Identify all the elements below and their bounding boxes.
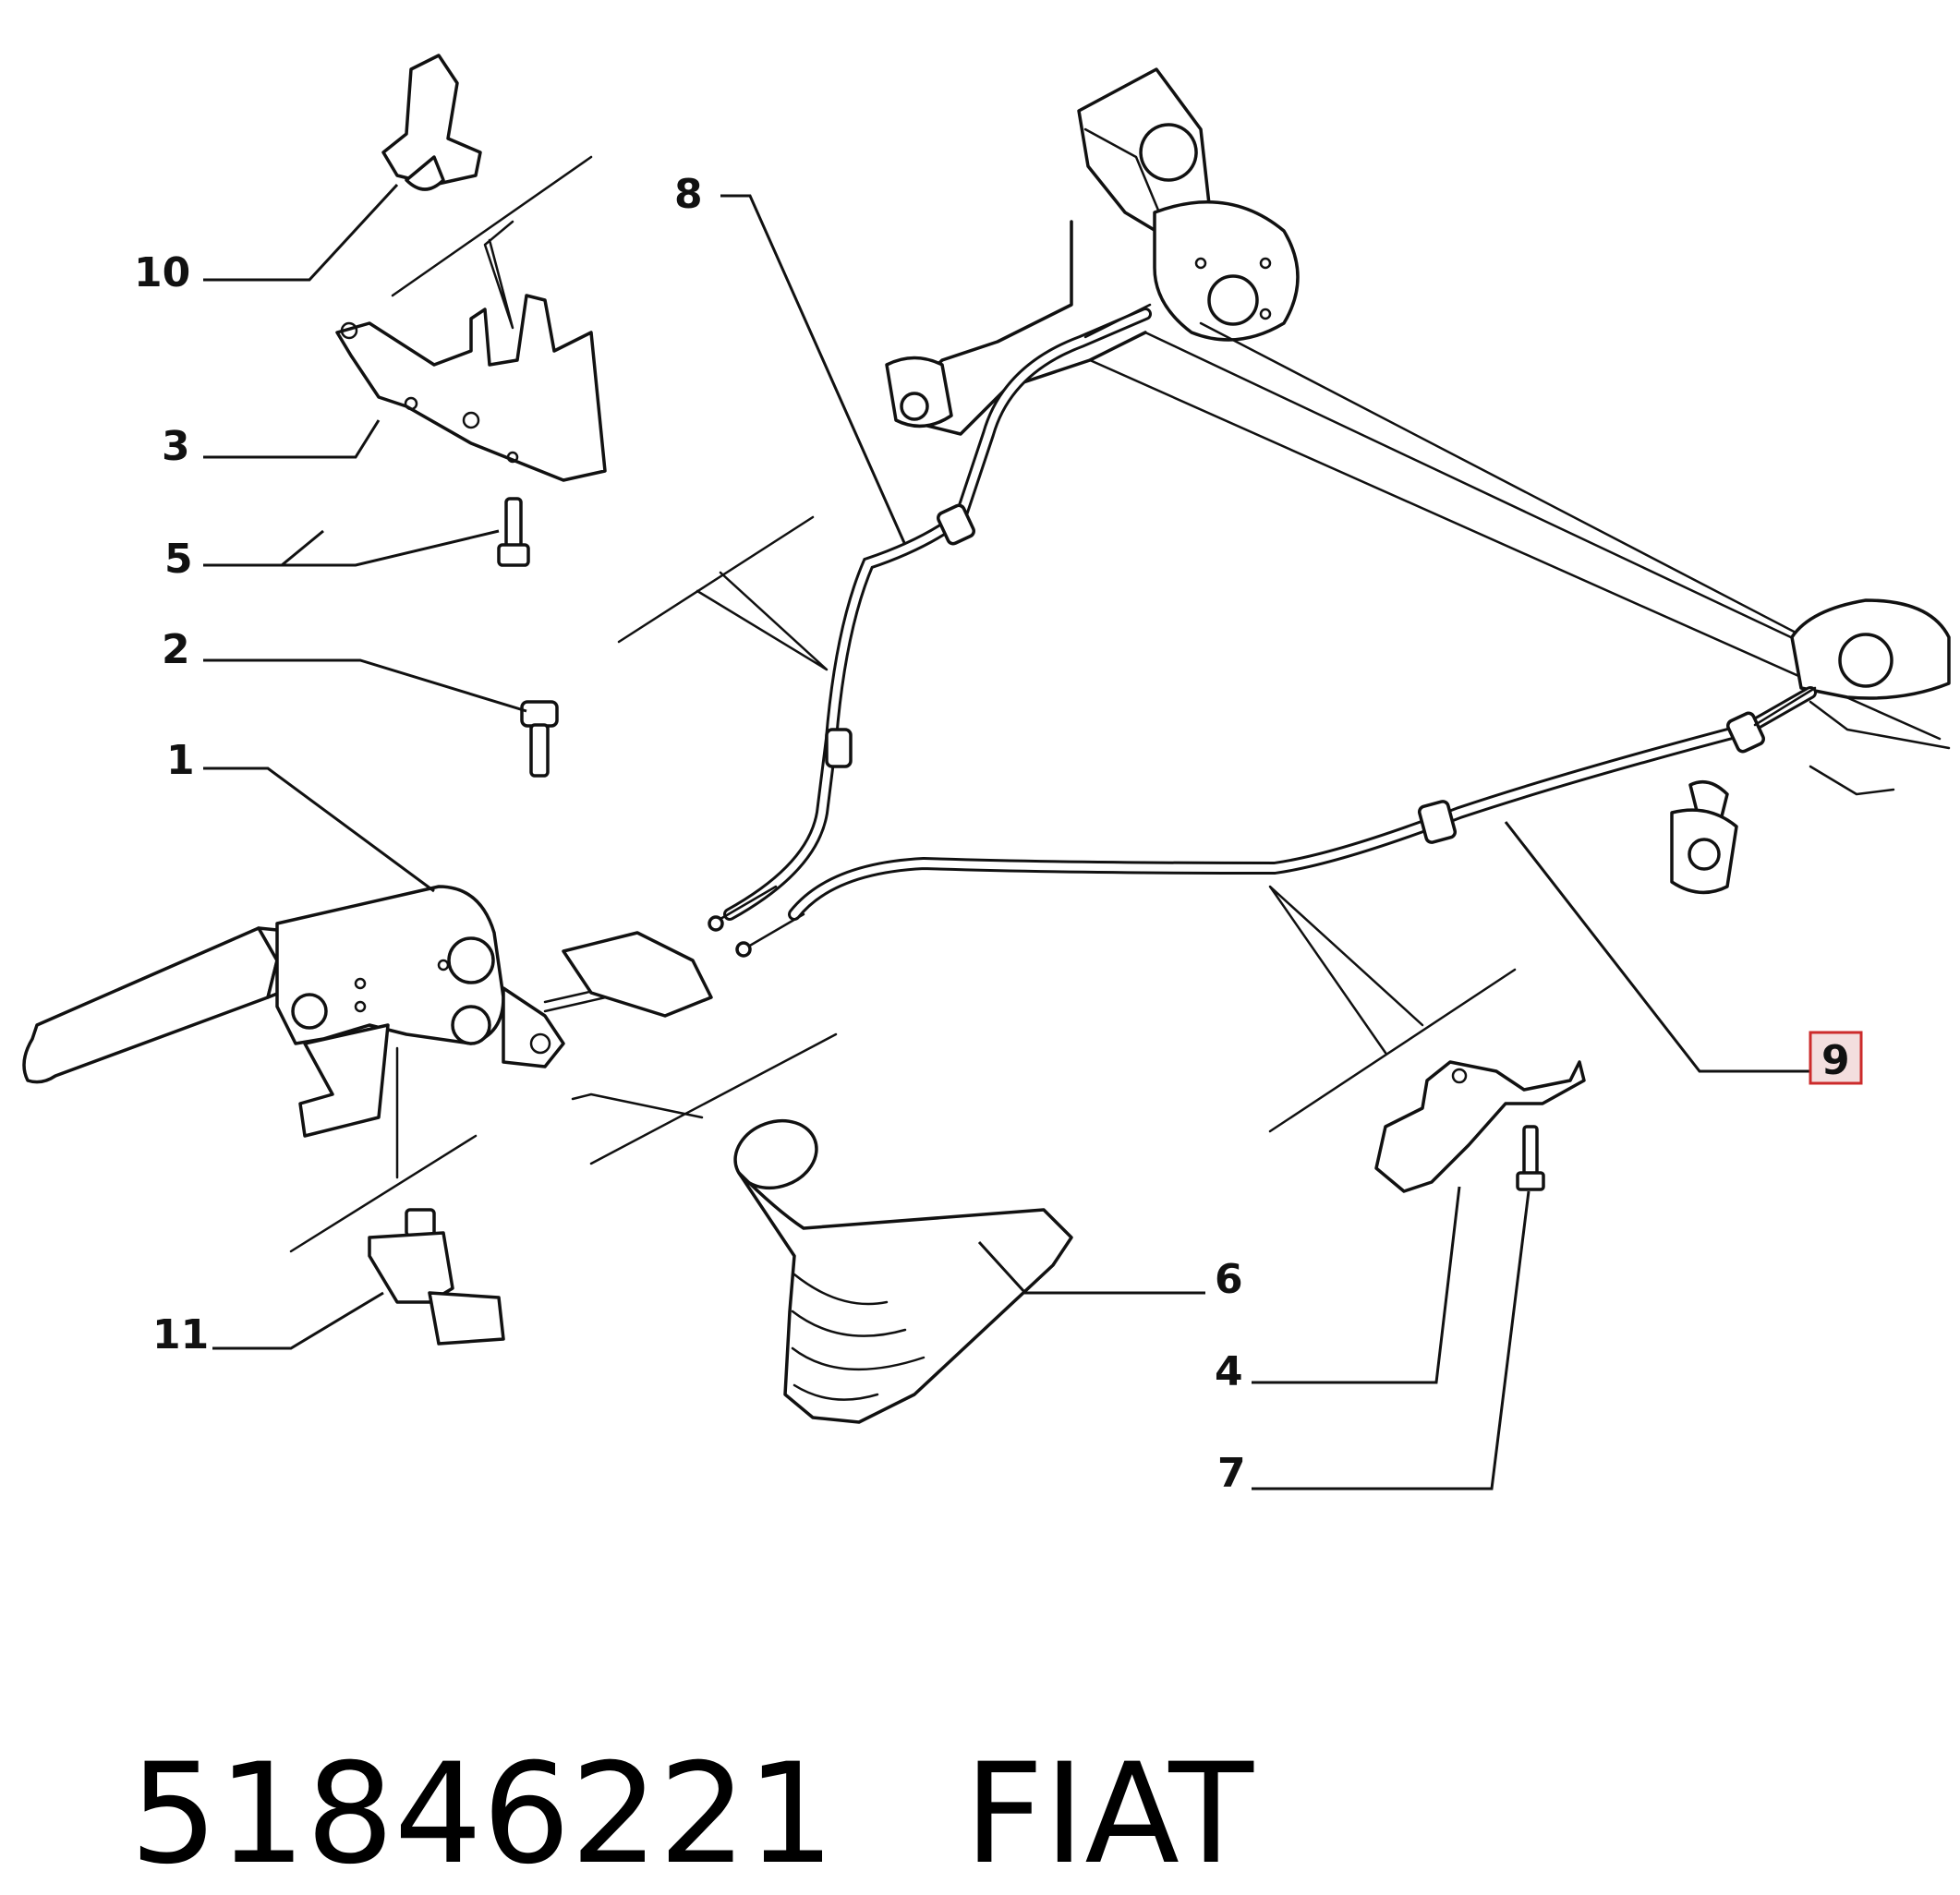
rear-axle	[885, 67, 1951, 895]
bolt-5	[497, 497, 530, 567]
bracket-4	[1374, 1060, 1586, 1193]
bracket-3	[335, 294, 607, 482]
callout-1: 1	[166, 737, 195, 784]
clip-10	[381, 54, 482, 191]
callout-9: 9	[1821, 1037, 1850, 1084]
highlight-box-9	[1809, 1031, 1863, 1085]
brake-cable-8	[708, 303, 1152, 932]
boot-6	[733, 1118, 1073, 1424]
part-number: 51846221	[129, 1734, 835, 1895]
callout-numbers: 10 3 5 2 1 8 9 6 4 7 11	[134, 171, 1850, 1497]
group-brackets	[289, 155, 1517, 1253]
brand-name: FIAT	[963, 1734, 1253, 1895]
parts-diagram: 10 3 5 2 1 8 9 6 4 7 11	[22, 54, 1951, 1497]
hand-brake-lever	[22, 885, 713, 1138]
callout-11: 11	[152, 1311, 209, 1358]
bolt-2	[520, 700, 559, 778]
bolt-7	[1516, 1125, 1545, 1191]
callout-2: 2	[162, 626, 190, 673]
switch-11	[368, 1208, 505, 1346]
brake-cable-9	[735, 686, 1817, 958]
leader-lines	[203, 183, 1810, 1491]
callout-6: 6	[1215, 1256, 1243, 1303]
callout-10: 10	[134, 249, 190, 296]
callout-3: 3	[162, 423, 190, 470]
callout-4: 4	[1215, 1348, 1243, 1395]
callout-8: 8	[674, 171, 703, 218]
callout-5: 5	[164, 536, 193, 583]
callout-7: 7	[1217, 1450, 1246, 1497]
